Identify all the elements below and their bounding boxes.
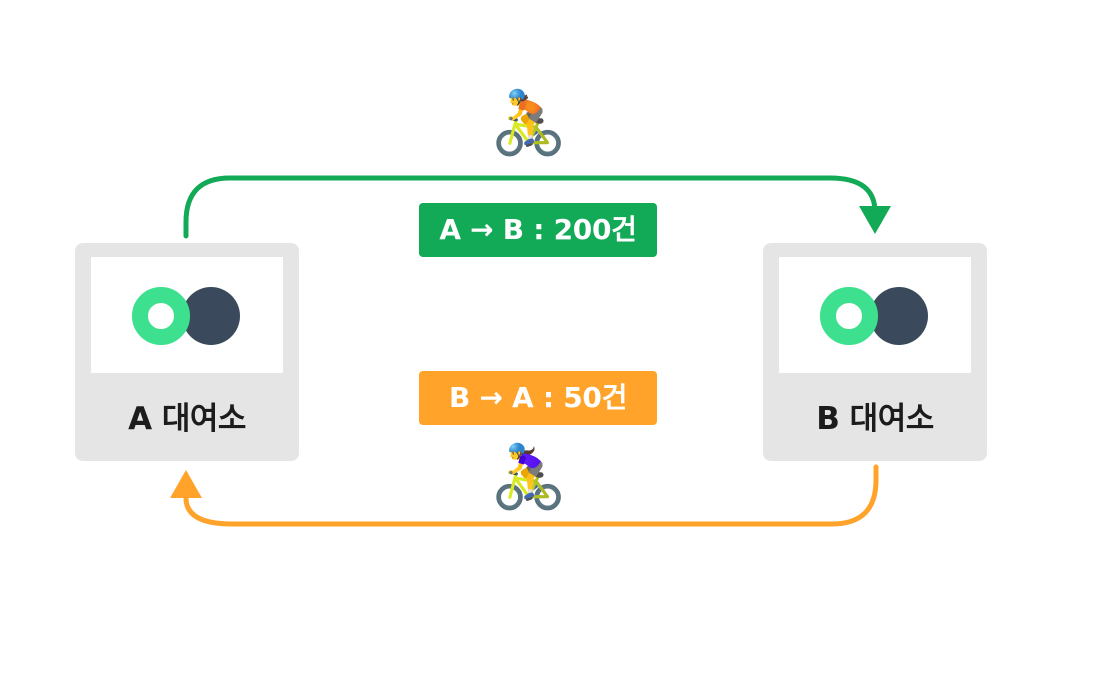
flow-b-to-a-label: B → A : 50건	[419, 371, 657, 425]
station-a-label: A 대여소	[128, 401, 246, 437]
station-b-card	[779, 257, 971, 373]
bike-share-logo-icon	[132, 287, 240, 345]
station-b-label: B 대여소	[816, 401, 934, 437]
station-b: B 대여소	[763, 243, 987, 461]
arrow-a-to-b	[183, 175, 878, 239]
arrowhead-b-to-a-icon	[170, 470, 202, 498]
station-a: A 대여소	[75, 243, 299, 461]
flow-a-to-b-label: A → B : 200건	[419, 203, 657, 257]
cyclist-male-icon: 🚴	[490, 86, 568, 159]
arrowhead-a-to-b-icon	[859, 206, 891, 234]
bike-share-logo-icon	[820, 287, 928, 345]
station-a-card	[91, 257, 283, 373]
arrow-b-to-a	[183, 464, 879, 527]
cyclist-female-icon: 🚴‍♀️	[490, 440, 568, 513]
